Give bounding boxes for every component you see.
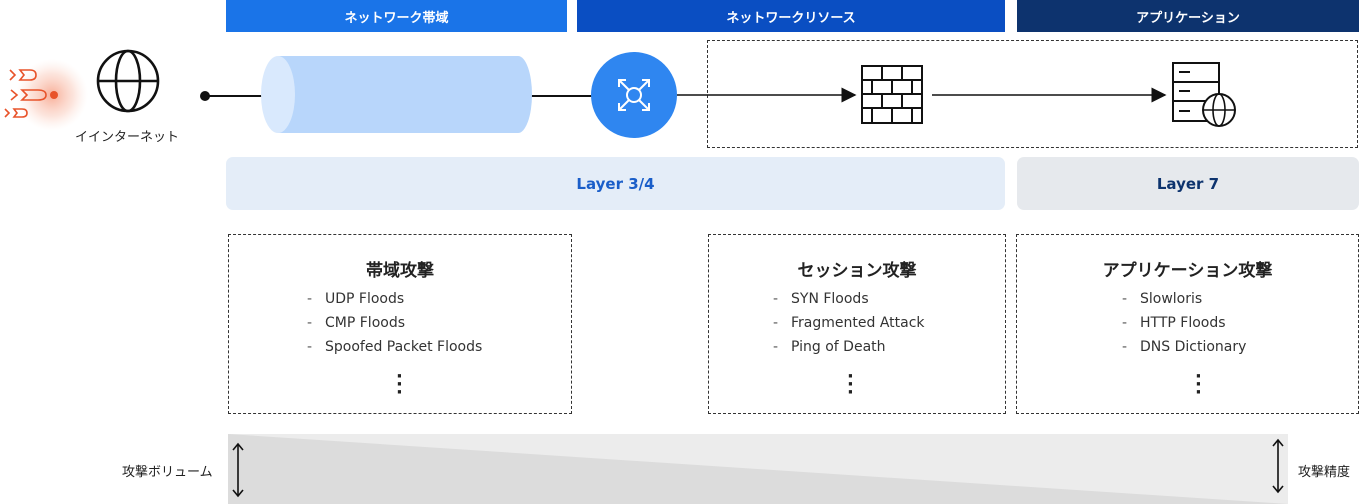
server-globe-icon: [1172, 62, 1236, 127]
header-network-bandwidth: ネットワーク帯域: [226, 0, 567, 32]
threat-icon: [4, 59, 88, 131]
attack-list: -SYN Floods -Fragmented Attack -Ping of …: [773, 291, 925, 364]
application-attack-box: アプリケーション攻撃 -Slowloris -HTTP Floods -DNS …: [1016, 234, 1359, 414]
globe-icon: [96, 49, 160, 113]
list-item: -Spoofed Packet Floods: [307, 339, 483, 355]
list-item: -DNS Dictionary: [1122, 339, 1247, 355]
list-item: -Fragmented Attack: [773, 315, 925, 331]
right-vertical-arrow-icon: [1272, 438, 1284, 494]
attack-box-title: アプリケーション攻撃: [1102, 261, 1273, 281]
attack-precision-label: 攻撃精度: [1298, 465, 1351, 480]
protected-region: [707, 40, 1358, 148]
list-item: -CMP Floods: [307, 315, 406, 331]
list-item: -Ping of Death: [773, 339, 886, 355]
internet-label: イインターネット: [75, 130, 180, 145]
list-item: -Slowloris: [1122, 291, 1203, 307]
firewall-icon: [861, 65, 923, 124]
more-dots-icon: ···: [1195, 366, 1202, 403]
header-network-resources: ネットワークリソース: [577, 0, 1005, 32]
more-dots-icon: ···: [847, 366, 854, 403]
attack-box-title: セッション攻撃: [797, 261, 917, 281]
left-vertical-arrow-icon: [232, 442, 244, 498]
attack-box-title: 帯域攻撃: [366, 261, 434, 281]
attack-list: -UDP Floods -CMP Floods -Spoofed Packet …: [307, 291, 483, 364]
header-application: アプリケーション: [1017, 0, 1359, 32]
network-flow-diagram: [4, 49, 1236, 138]
layer-3-4-bar: Layer 3/4: [226, 157, 1005, 210]
more-dots-icon: ···: [396, 366, 403, 403]
pipe-icon: [261, 56, 532, 133]
attack-volume-label: 攻撃ボリューム: [122, 465, 213, 480]
list-item: -UDP Floods: [307, 291, 405, 307]
attack-list: -Slowloris -HTTP Floods -DNS Dictionary: [1122, 291, 1247, 364]
bandwidth-attack-box: 帯域攻撃 -UDP Floods -CMP Floods -Spoofed Pa…: [228, 234, 572, 414]
list-item: -HTTP Floods: [1122, 315, 1226, 331]
session-attack-box: セッション攻撃 -SYN Floods -Fragmented Attack -…: [708, 234, 1006, 414]
router-icon: [591, 52, 677, 138]
volume-precision-wedge: [228, 434, 1288, 504]
line-origin-dot: [200, 91, 210, 101]
list-item: -SYN Floods: [773, 291, 869, 307]
layer-7-bar: Layer 7: [1017, 157, 1359, 210]
